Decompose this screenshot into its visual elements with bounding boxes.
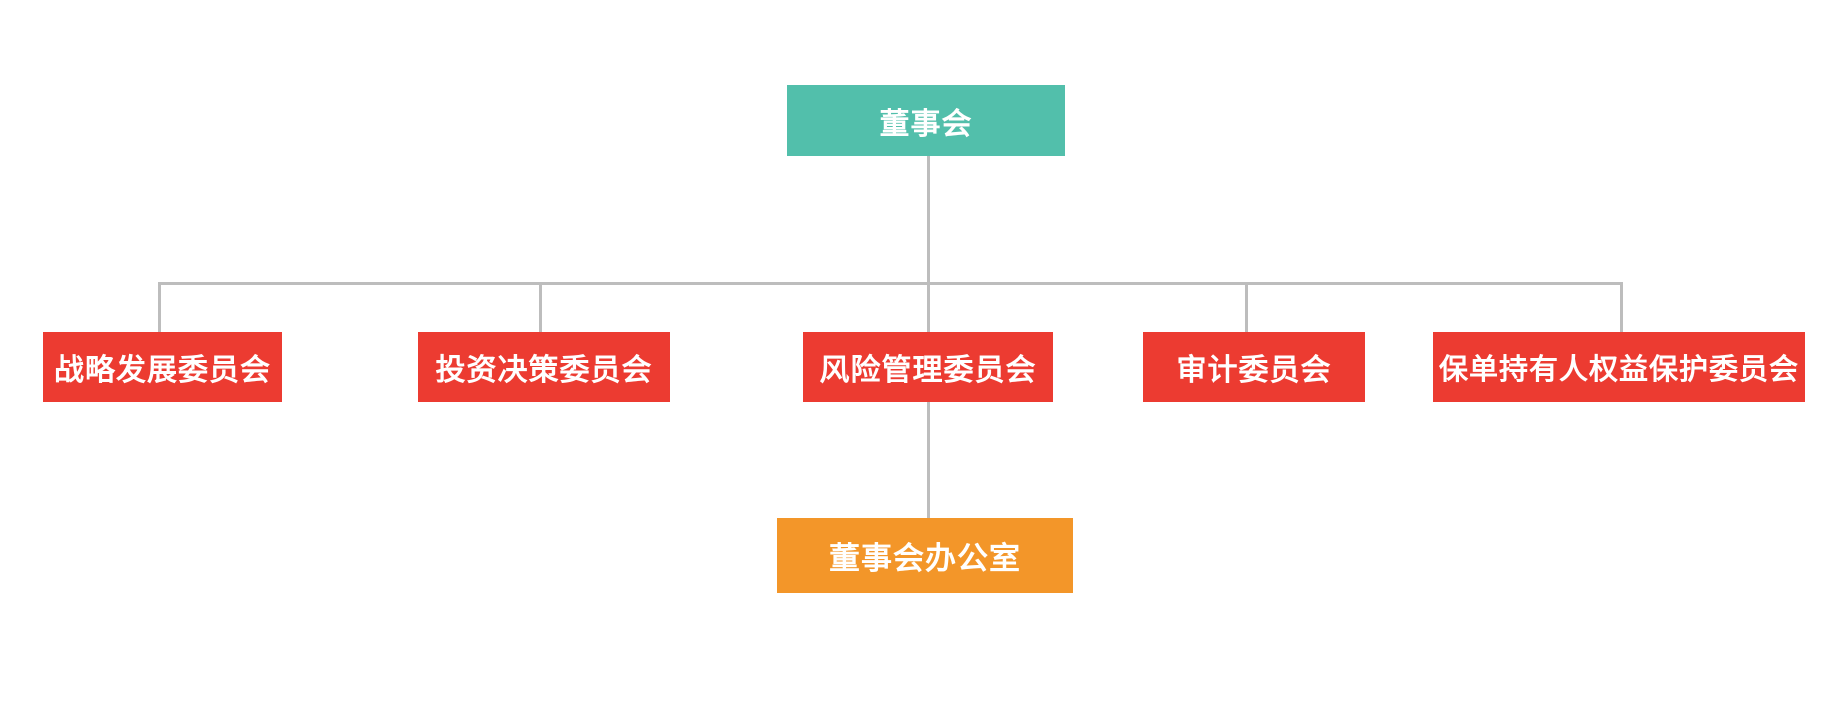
connector-drop-investment-decision <box>539 282 542 332</box>
org-node-strategic-development-committee: 战略发展委员会 <box>43 332 282 402</box>
connector-risk-to-office <box>927 402 930 518</box>
org-node-audit-committee: 审计委员会 <box>1143 332 1365 402</box>
org-node-policyholder-protection-committee: 保单持有人权益保护委员会 <box>1433 332 1805 402</box>
connector-rail <box>158 282 1623 285</box>
connector-drop-audit <box>1245 282 1248 332</box>
org-node-risk-management-committee: 风险管理委员会 <box>803 332 1053 402</box>
connector-drop-risk-management <box>927 282 930 332</box>
connector-board-to-rail <box>927 156 930 285</box>
org-node-board-office: 董事会办公室 <box>777 518 1073 593</box>
connector-drop-policyholder <box>1620 282 1623 332</box>
org-node-investment-decision-committee: 投资决策委员会 <box>418 332 670 402</box>
org-node-board: 董事会 <box>787 85 1065 156</box>
connector-drop-strategic-development <box>158 282 161 332</box>
